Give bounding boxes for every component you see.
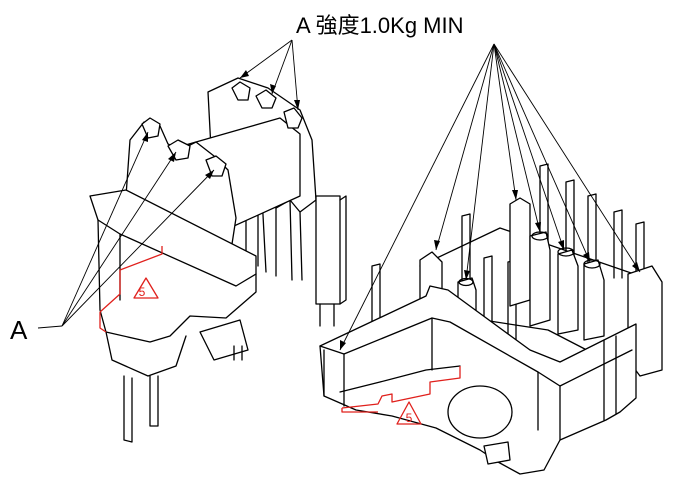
right-blade bbox=[509, 197, 531, 307]
left-bottom-pins bbox=[123, 345, 243, 443]
strength-requirement-note: A 強度1.0Kg MIN bbox=[296, 13, 464, 38]
right-base bbox=[319, 285, 637, 475]
revision-mark-right: 5 bbox=[406, 411, 413, 425]
right-revision-triangle bbox=[396, 401, 422, 425]
left-bobbin bbox=[89, 77, 347, 443]
left-notch-6 bbox=[283, 107, 303, 129]
left-base-tab bbox=[199, 319, 249, 361]
left-notch-4 bbox=[231, 81, 251, 101]
callout-label-a: A bbox=[10, 315, 28, 345]
left-back-pins bbox=[245, 195, 303, 281]
right-bobbin bbox=[319, 163, 663, 475]
left-side-block bbox=[315, 195, 341, 305]
right-post-2 bbox=[529, 231, 551, 327]
right-revision-outline bbox=[341, 366, 461, 413]
revision-mark-left: 5 bbox=[139, 285, 146, 299]
right-foot bbox=[483, 441, 511, 465]
right-post-4 bbox=[583, 259, 605, 341]
left-revision-triangle bbox=[133, 277, 159, 299]
right-core-window bbox=[447, 385, 513, 439]
left-revision-outline bbox=[99, 246, 163, 333]
right-post-3 bbox=[557, 249, 579, 335]
left-notch-5 bbox=[255, 89, 277, 109]
arrowheads bbox=[142, 70, 640, 350]
left-base bbox=[89, 189, 257, 343]
leader-lines bbox=[37, 39, 641, 351]
